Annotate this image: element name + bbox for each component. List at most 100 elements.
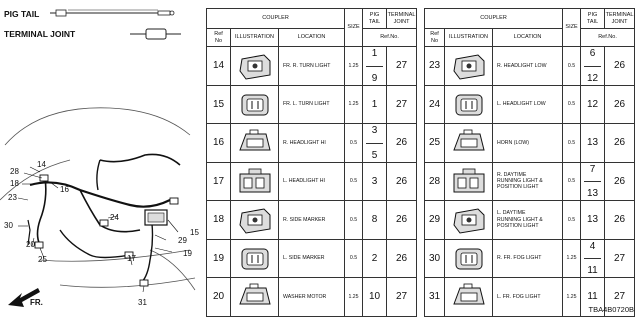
header-ref-no-sub: Ref.No. (580, 28, 636, 47)
coupler-table-right: COUPLER SIZE PIG TAIL TERMINAL JOINT Ref… (423, 8, 636, 317)
header-location: LOCATION (491, 28, 564, 47)
location-text: R. HEADLIGHT HI (277, 123, 346, 163)
terminal-joint-value: 27 (604, 238, 636, 278)
pig-tail-top: 1 (371, 48, 378, 59)
pig-tail-value: 2 (371, 252, 378, 264)
ref-number: 15 (206, 84, 231, 124)
pig-tail-top: 3 (371, 125, 378, 136)
wire-size: 1.25 (344, 84, 364, 124)
terminal-joint-value: 26 (604, 84, 636, 124)
header-terminal-joint: TERMINAL JOINT (386, 8, 418, 29)
location-text: R. DAYTIME RUNNING LIGHT & POSITION LIGH… (491, 161, 564, 201)
terminal-joint-value: 27 (604, 277, 636, 317)
header-terminal-joint: TERMINAL JOINT (604, 8, 636, 29)
connector-illustration-icon (241, 248, 268, 270)
connector-illustration-icon (241, 94, 268, 116)
connector-illustration-icon (455, 248, 482, 270)
header-coupler: COUPLER (205, 8, 346, 29)
pig-tail-bottom: 9 (371, 72, 378, 84)
ref-number: 23 (424, 46, 445, 86)
ref-number: 17 (206, 161, 231, 201)
location-text: FR. L. TURN LIGHT (277, 84, 346, 124)
pig-tail-top: 6 (589, 48, 596, 59)
callout-31: 31 (138, 298, 147, 307)
wire-size: 0.5 (562, 123, 582, 163)
ref-number: 24 (424, 84, 445, 124)
location-text: L. DAYTIME RUNNING LIGHT & POSITION LIGH… (491, 200, 564, 240)
wire-size: 0.5 (344, 200, 364, 240)
connector-illustration-icon (238, 54, 270, 80)
location-text: FR. R. TURN LIGHT (277, 46, 346, 86)
ref-number: 18 (206, 200, 231, 240)
callout-28: 28 (10, 167, 19, 176)
pig-tail-cell: 12 (580, 84, 606, 124)
connector-illustration-icon (452, 208, 484, 234)
diagram-code: TBA4B0720B (588, 305, 634, 314)
pig-tail-bottom: 12 (586, 72, 599, 84)
pig-tail-value: 12 (586, 98, 599, 110)
terminal-joint-icon (130, 28, 181, 40)
illustration-cell (444, 277, 493, 317)
terminal-joint-value: 26 (604, 200, 636, 240)
callout-19: 19 (183, 249, 192, 258)
bumper-outline (39, 249, 191, 262)
illustration-cell (230, 161, 279, 201)
terminal-joint-value: 27 (386, 84, 418, 124)
pig-tail-cell: 3 (362, 161, 388, 201)
hood-outline (4, 107, 191, 146)
ref-number: 25 (424, 123, 445, 163)
illustration-cell (444, 238, 493, 278)
wire-size: 1.25 (562, 277, 582, 317)
connector-illustration-icon (453, 168, 484, 193)
ref-number: 14 (206, 46, 231, 86)
legend-pig-tail-label: PIG TAIL (4, 9, 40, 19)
callout-16: 16 (60, 185, 69, 194)
illustration-cell (444, 161, 493, 201)
illustration-cell (230, 200, 279, 240)
header-size: SIZE (562, 8, 582, 47)
pig-tail-cell: 11 (580, 277, 606, 317)
pig-tail-cell: 13 (580, 123, 606, 163)
location-text: WASHER MOTOR (277, 277, 346, 317)
illustration-cell (230, 123, 279, 163)
location-text: L. HEADLIGHT HI (277, 161, 346, 201)
header-location: LOCATION (277, 28, 346, 47)
illustration-cell (230, 46, 279, 86)
pig-tail-cell: 13 (580, 200, 606, 240)
terminal-joint-value: 26 (604, 46, 636, 86)
pig-tail-value: 13 (586, 137, 599, 149)
terminal-joint-value: 26 (386, 200, 418, 240)
connector-illustration-icon (239, 168, 270, 193)
header-coupler: COUPLER (423, 8, 564, 29)
header-pig-tail: PIG TAIL (580, 8, 606, 29)
terminal-joint-value: 27 (386, 277, 418, 317)
terminal-joint-value: 26 (386, 238, 418, 278)
terminal-joint-value: 26 (386, 123, 418, 163)
coupler-table-left: COUPLER SIZE PIG TAIL TERMINAL JOINT Ref… (205, 8, 418, 317)
wiring-harness-diagram (0, 107, 196, 307)
ref-number: 28 (424, 161, 445, 201)
ref-number: 31 (424, 277, 445, 317)
callout-30: 30 (4, 221, 13, 230)
pig-tail-bottom: 5 (371, 149, 378, 161)
header-ref-no: Ref No (206, 28, 231, 47)
callout-29: 29 (178, 236, 187, 245)
location-text: L. HEADLIGHT LOW (491, 84, 564, 124)
front-arrow-label: FR. (30, 298, 43, 307)
terminal-joint-value: 26 (604, 123, 636, 163)
location-text: R. FR. FOG LIGHT (491, 238, 564, 278)
pig-tail-value: 3 (371, 175, 378, 187)
header-size: SIZE (344, 8, 364, 47)
illustration-cell (444, 84, 493, 124)
ref-number: 16 (206, 123, 231, 163)
pig-tail-cell: 2 (362, 238, 388, 278)
pig-tail-cell: 6 12 (580, 46, 606, 86)
